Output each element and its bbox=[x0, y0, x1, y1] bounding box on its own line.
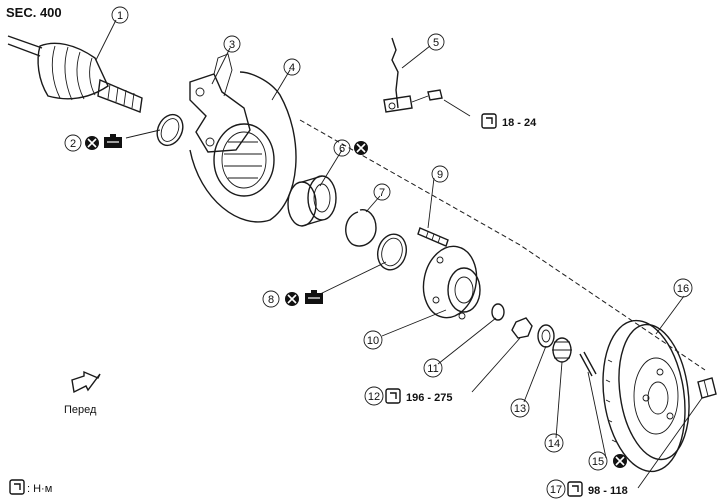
svg-text:11: 11 bbox=[427, 363, 438, 375]
legend-unit: : Н·м bbox=[27, 483, 52, 495]
nut-retainer bbox=[552, 337, 572, 363]
torque-spec-12: 196 - 275 bbox=[385, 388, 452, 404]
svg-text:1: 1 bbox=[117, 10, 123, 22]
grease-icon bbox=[305, 290, 323, 304]
replace-icon bbox=[85, 136, 99, 150]
torque-spec-17: 98 - 118 bbox=[567, 481, 628, 497]
svg-text:2: 2 bbox=[70, 138, 76, 150]
cotter-pin bbox=[579, 351, 597, 377]
svg-text:15: 15 bbox=[592, 456, 604, 468]
callout-5: 5 bbox=[427, 33, 445, 51]
leader-lines bbox=[95, 19, 703, 489]
washer-13 bbox=[537, 324, 555, 348]
drive-shaft bbox=[7, 35, 143, 113]
snap-ring-2 bbox=[156, 113, 184, 147]
replace-icon bbox=[354, 141, 368, 155]
callout-11: 11 bbox=[423, 358, 443, 378]
callout-17: 17 bbox=[546, 479, 566, 499]
front-arrow-icon bbox=[71, 370, 101, 394]
wheel-bearing bbox=[287, 175, 337, 227]
svg-text:16: 16 bbox=[677, 283, 689, 295]
svg-text:10: 10 bbox=[367, 335, 379, 347]
svg-text:12: 12 bbox=[368, 391, 380, 403]
svg-text:18 - 24: 18 - 24 bbox=[502, 117, 537, 129]
callout-16: 16 bbox=[673, 278, 693, 298]
callout-6: 6 bbox=[333, 139, 351, 157]
callout-9: 9 bbox=[431, 165, 449, 183]
svg-text:98 - 118: 98 - 118 bbox=[588, 485, 628, 497]
callout-2: 2 bbox=[64, 134, 82, 152]
svg-text:17: 17 bbox=[550, 484, 562, 496]
svg-text:14: 14 bbox=[548, 438, 560, 450]
svg-text:9: 9 bbox=[437, 169, 443, 181]
callout-1: 1 bbox=[111, 6, 129, 24]
wheel-nut bbox=[697, 377, 717, 399]
svg-text:6: 6 bbox=[339, 143, 345, 155]
hub-nut bbox=[511, 317, 533, 339]
callout-13: 13 bbox=[510, 398, 530, 418]
callout-10: 10 bbox=[363, 330, 383, 350]
svg-text:196 - 275: 196 - 275 bbox=[406, 392, 452, 404]
callout-15: 15 bbox=[588, 451, 608, 471]
callout-8: 8 bbox=[262, 290, 280, 308]
svg-text:4: 4 bbox=[289, 62, 295, 74]
wheel-hub bbox=[422, 245, 481, 320]
grease-icon bbox=[104, 134, 122, 148]
svg-text:8: 8 bbox=[268, 294, 274, 306]
svg-text:5: 5 bbox=[433, 37, 439, 49]
callout-3: 3 bbox=[223, 35, 241, 53]
spacer-ring bbox=[376, 233, 408, 271]
abs-sensor bbox=[383, 37, 443, 113]
steering-knuckle bbox=[189, 53, 297, 223]
front-label: Перед bbox=[64, 404, 97, 416]
assembly-axis bbox=[299, 119, 706, 371]
callout-12: 12 bbox=[364, 386, 384, 406]
callout-14: 14 bbox=[544, 433, 564, 453]
svg-text:13: 13 bbox=[514, 403, 526, 415]
replace-icon bbox=[285, 292, 299, 306]
callout-7: 7 bbox=[373, 183, 391, 201]
snap-ring-7 bbox=[345, 209, 377, 247]
washer-11 bbox=[491, 303, 505, 321]
brake-rotor bbox=[602, 319, 690, 473]
wheel-stud bbox=[417, 227, 449, 247]
svg-text:7: 7 bbox=[379, 187, 385, 199]
section-label: SEC. 400 bbox=[6, 5, 62, 20]
replace-icon bbox=[613, 454, 627, 468]
torque-spec-5: 18 - 24 bbox=[481, 113, 537, 129]
callout-4: 4 bbox=[283, 58, 301, 76]
torque-legend: : Н·м bbox=[9, 479, 52, 495]
svg-text:3: 3 bbox=[229, 39, 235, 51]
